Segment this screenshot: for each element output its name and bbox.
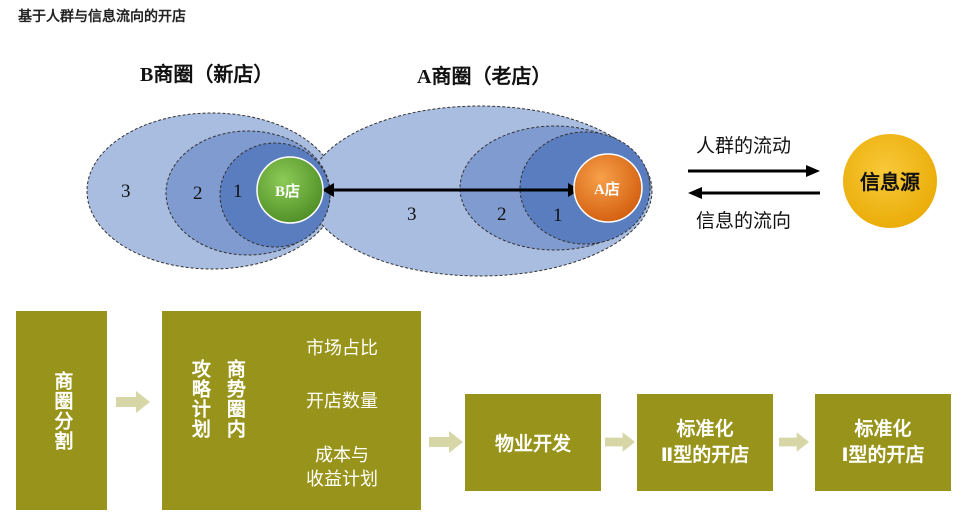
process-arrow-1 [116,391,150,413]
a-ring-label-1: 1 [553,205,563,226]
b-store-label: B店 [275,182,300,200]
info-source-circle [843,134,937,228]
a-ring-label-2: 2 [497,204,507,225]
people-flow-label: 人群的流动 [696,135,791,157]
b-ring-label-2: 2 [193,183,203,204]
info-source-label: 信息源 [860,170,920,194]
strategy-item-market-share: 市场占比 [306,338,378,359]
step-trade-area-split-label: 商圈分割 [51,370,74,451]
step-property-development-label: 物业开发 [494,433,571,455]
step-standard-type1: 标准化 Ⅰ型的开店 [815,394,951,491]
b-area-label: B商圈（新店） [140,62,273,86]
b-ring-label-3: 3 [121,181,131,202]
strategy-item-cost-revenue: 成本与 收益计划 [306,445,378,491]
step-trade-area-split: 商圈分割 [16,311,107,510]
b-ring-label-1: 1 [233,181,243,202]
step-property-development: 物业开发 [465,394,601,491]
a-store-label: A店 [594,180,620,198]
a-area-label: A商圈（老店） [417,64,551,88]
b-store-circle [256,156,324,224]
step-standard-type1-label: 标准化 Ⅰ型的开店 [841,417,925,466]
strategy-item-store-count: 开店数量 [306,391,378,412]
step-standard-type2-label: 标准化 Ⅱ型的开店 [660,417,750,466]
process-arrow-2 [429,431,463,453]
a-ring-label-3: 3 [407,204,417,225]
a-store-circle [573,153,643,223]
trade-area-diagram: B商圈（新店） A商圈（老店） 3 2 1 3 2 1 B店 A店 人群的流动 … [86,62,937,277]
info-flow-label: 信息的流向 [696,210,791,232]
strategy-col-1: 攻略计划 [188,359,211,439]
strategy-col-2: 商势圈内 [223,359,246,439]
step-strategy-plan: 攻略计划 商势圈内 市场占比 开店数量 成本与 收益计划 [162,311,421,510]
step-standard-type2: 标准化 Ⅱ型的开店 [637,394,773,491]
process-arrow-3 [605,432,635,452]
process-arrow-4 [779,432,809,452]
page-title: 基于人群与信息流向的开店 [18,9,186,25]
